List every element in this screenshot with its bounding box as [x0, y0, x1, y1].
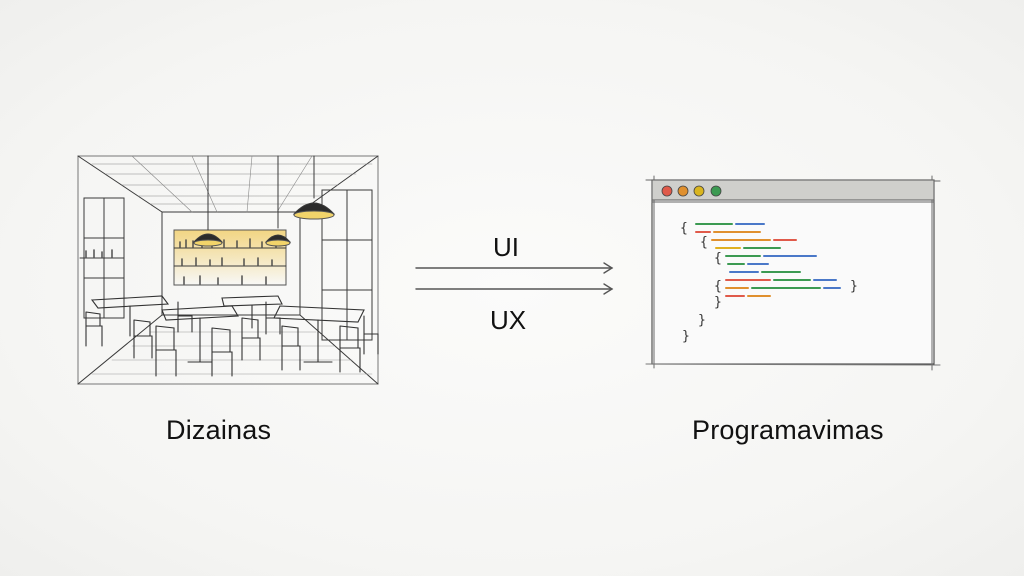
orange-dot-icon: [677, 185, 689, 197]
arrow-bottom-head: [603, 283, 614, 295]
arrows-group: [415, 262, 614, 295]
svg-text:}: }: [698, 313, 706, 328]
svg-text:}: }: [850, 279, 858, 294]
red-dot-icon: [661, 185, 673, 197]
arrow-label-ui: UI: [493, 232, 519, 262]
svg-text:{: {: [714, 279, 722, 294]
svg-text:}: }: [682, 329, 690, 344]
yellow-dot-icon: [693, 185, 705, 197]
arrow-label-ux: UX: [490, 305, 527, 335]
caption-design: Dizainas: [166, 415, 272, 445]
svg-text:{: {: [680, 221, 688, 236]
caption-programming: Programavimas: [692, 415, 884, 445]
green-dot-icon: [710, 185, 722, 197]
restaurant-sketch-icon: [77, 155, 379, 385]
arrow-top-head: [603, 262, 614, 274]
code-browser-window-icon: { { { { } } } }: [645, 175, 941, 371]
svg-text:{: {: [700, 235, 708, 250]
svg-text:{: {: [714, 251, 722, 266]
svg-text:}: }: [714, 295, 722, 310]
